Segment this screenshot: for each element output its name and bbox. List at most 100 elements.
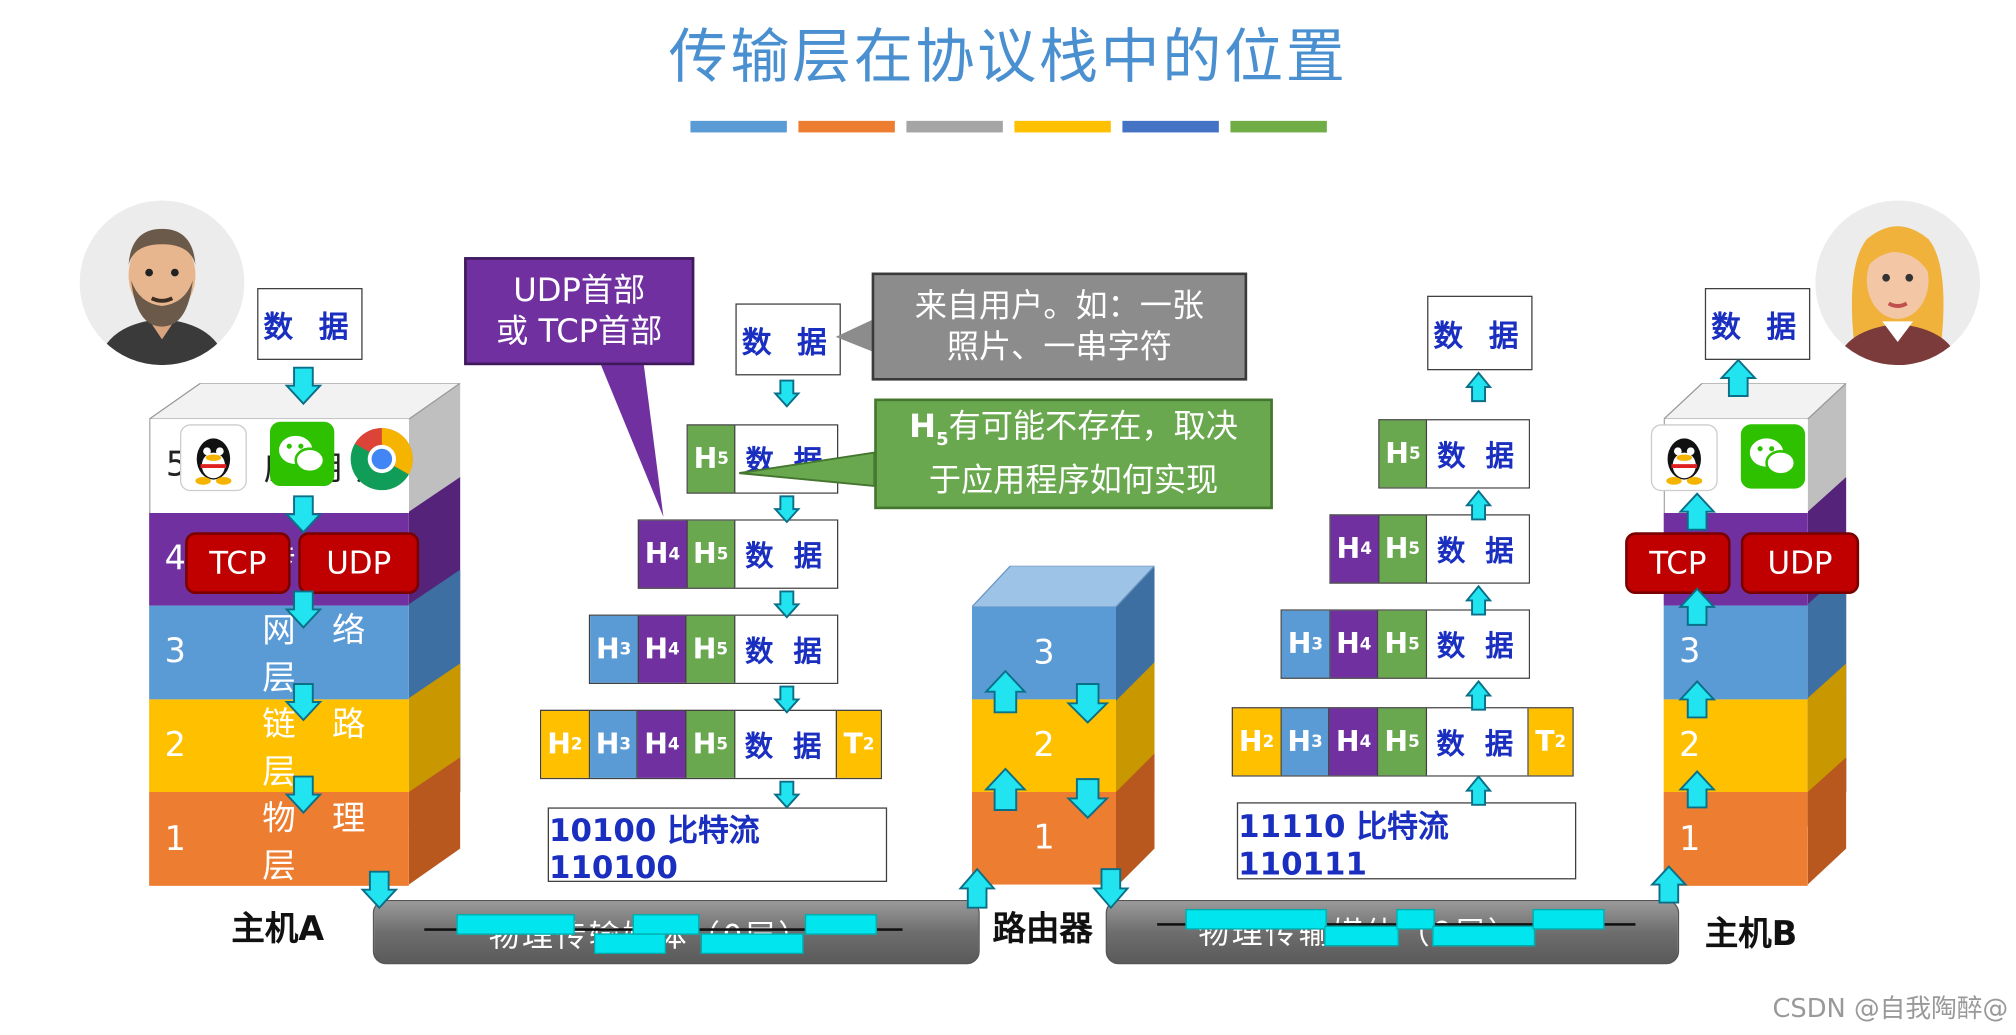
layer-number: 3: [164, 633, 186, 672]
signal-segment: [1432, 925, 1536, 947]
arrow-up-icon: [1464, 371, 1493, 403]
udp-label: UDP: [1767, 545, 1833, 582]
host-a-layer-2: 2 链 路 层: [149, 699, 409, 793]
color-bar-segment: [906, 120, 1003, 133]
arrow-up-icon: [1719, 358, 1758, 397]
chrome-icon: [350, 427, 414, 491]
layer-number: 1: [1033, 818, 1055, 858]
arrow-down-icon: [284, 366, 323, 406]
from-user-callout: 来自用户。如：一张 照片、一串字符: [871, 272, 1248, 381]
arrow-down-icon: [284, 683, 323, 722]
layer-number: 1: [1679, 819, 1701, 859]
host-a-data-label: 数 据: [263, 311, 357, 345]
host-b-label: 主机B: [1704, 915, 1798, 954]
host-b-stack-top: [1662, 382, 1848, 420]
host-b-data-box: 数 据: [1704, 287, 1811, 360]
callout-line: 或 TCP首部: [496, 312, 663, 350]
host-a-layer-3: 3 网 络 层: [149, 605, 409, 700]
callout-line: 照片、一串字符: [946, 327, 1172, 366]
h5-note-text: 有可能不存在，取决: [948, 407, 1238, 445]
arrow-up-icon: [1678, 492, 1717, 531]
udp-tcp-header-callout: UDP首部 或 TCP首部: [464, 257, 695, 366]
arrow-up-icon: [1464, 584, 1493, 616]
router-stack-side: [1115, 565, 1155, 888]
signal-segment: [1532, 908, 1605, 930]
qq-icon: [1650, 424, 1718, 492]
arrow-up-icon: [1678, 680, 1717, 719]
packet-data: 数 据: [1426, 610, 1529, 678]
layer-number: 3: [1679, 633, 1701, 672]
packet-data: 数 据: [1427, 420, 1529, 488]
layer-number: 2: [1033, 726, 1055, 765]
arrow-up-icon: [958, 867, 996, 909]
signal-segment: [1396, 908, 1435, 930]
host-a-tcp-button: TCP: [185, 532, 291, 594]
color-bar-segment: [1122, 120, 1219, 133]
female-avatar-icon: [1815, 200, 1980, 366]
color-bar-segment: [1014, 120, 1111, 133]
send-bitstream: 10100 比特流 110100: [547, 807, 888, 885]
host-b-tcp-button: TCP: [1625, 532, 1731, 594]
layer-number: 3: [1033, 633, 1055, 673]
recv-data-box: 数 据: [1427, 295, 1533, 371]
packet-data: 数 据: [1427, 515, 1529, 583]
arrow-down-icon: [284, 590, 323, 629]
wechat-icon: [1740, 424, 1806, 489]
signal-segment: [700, 933, 804, 954]
arrow-up-icon: [983, 767, 1027, 811]
arrow-up-icon: [1678, 587, 1717, 626]
arrow-up-icon: [1649, 865, 1688, 904]
qq-icon: [179, 424, 247, 492]
host-a-udp-button: UDP: [298, 532, 420, 594]
callout-line: 来自用户。如：一张: [914, 286, 1205, 324]
arrow-up-icon: [1464, 775, 1493, 806]
layer-name: 链 路 层: [262, 705, 379, 793]
arrow-down-icon: [1092, 868, 1130, 910]
layer-name: 网 络 层: [262, 612, 379, 699]
arrow-down-icon: [773, 495, 801, 524]
arrow-down-icon: [773, 685, 801, 714]
watermark: CSDN @自我陶醉@: [1772, 992, 2009, 1024]
signal-segment: [632, 914, 700, 935]
host-a-stack-side: [408, 383, 461, 885]
signal-segment: [593, 933, 666, 954]
host-a-data-box: 数 据: [257, 287, 363, 360]
arrow-up-icon: [983, 669, 1027, 714]
layer-number: 4: [164, 539, 186, 579]
layer-number: 2: [164, 726, 186, 766]
arrow-down-icon: [1066, 778, 1110, 820]
signal-segment: [1324, 925, 1399, 947]
recv-bitstream-label: 11110 比特流 110111: [1238, 808, 1449, 882]
color-bar-segment: [690, 120, 787, 133]
recv-bitstream: 11110 比特流 110111: [1236, 802, 1577, 882]
recv-data-label: 数 据: [1433, 320, 1527, 354]
slide-title: 传输层在协议栈中的位置: [668, 21, 1348, 92]
arrow-down-icon: [773, 379, 801, 408]
color-bar-segment: [798, 120, 895, 133]
udp-label: UDP: [326, 545, 392, 582]
